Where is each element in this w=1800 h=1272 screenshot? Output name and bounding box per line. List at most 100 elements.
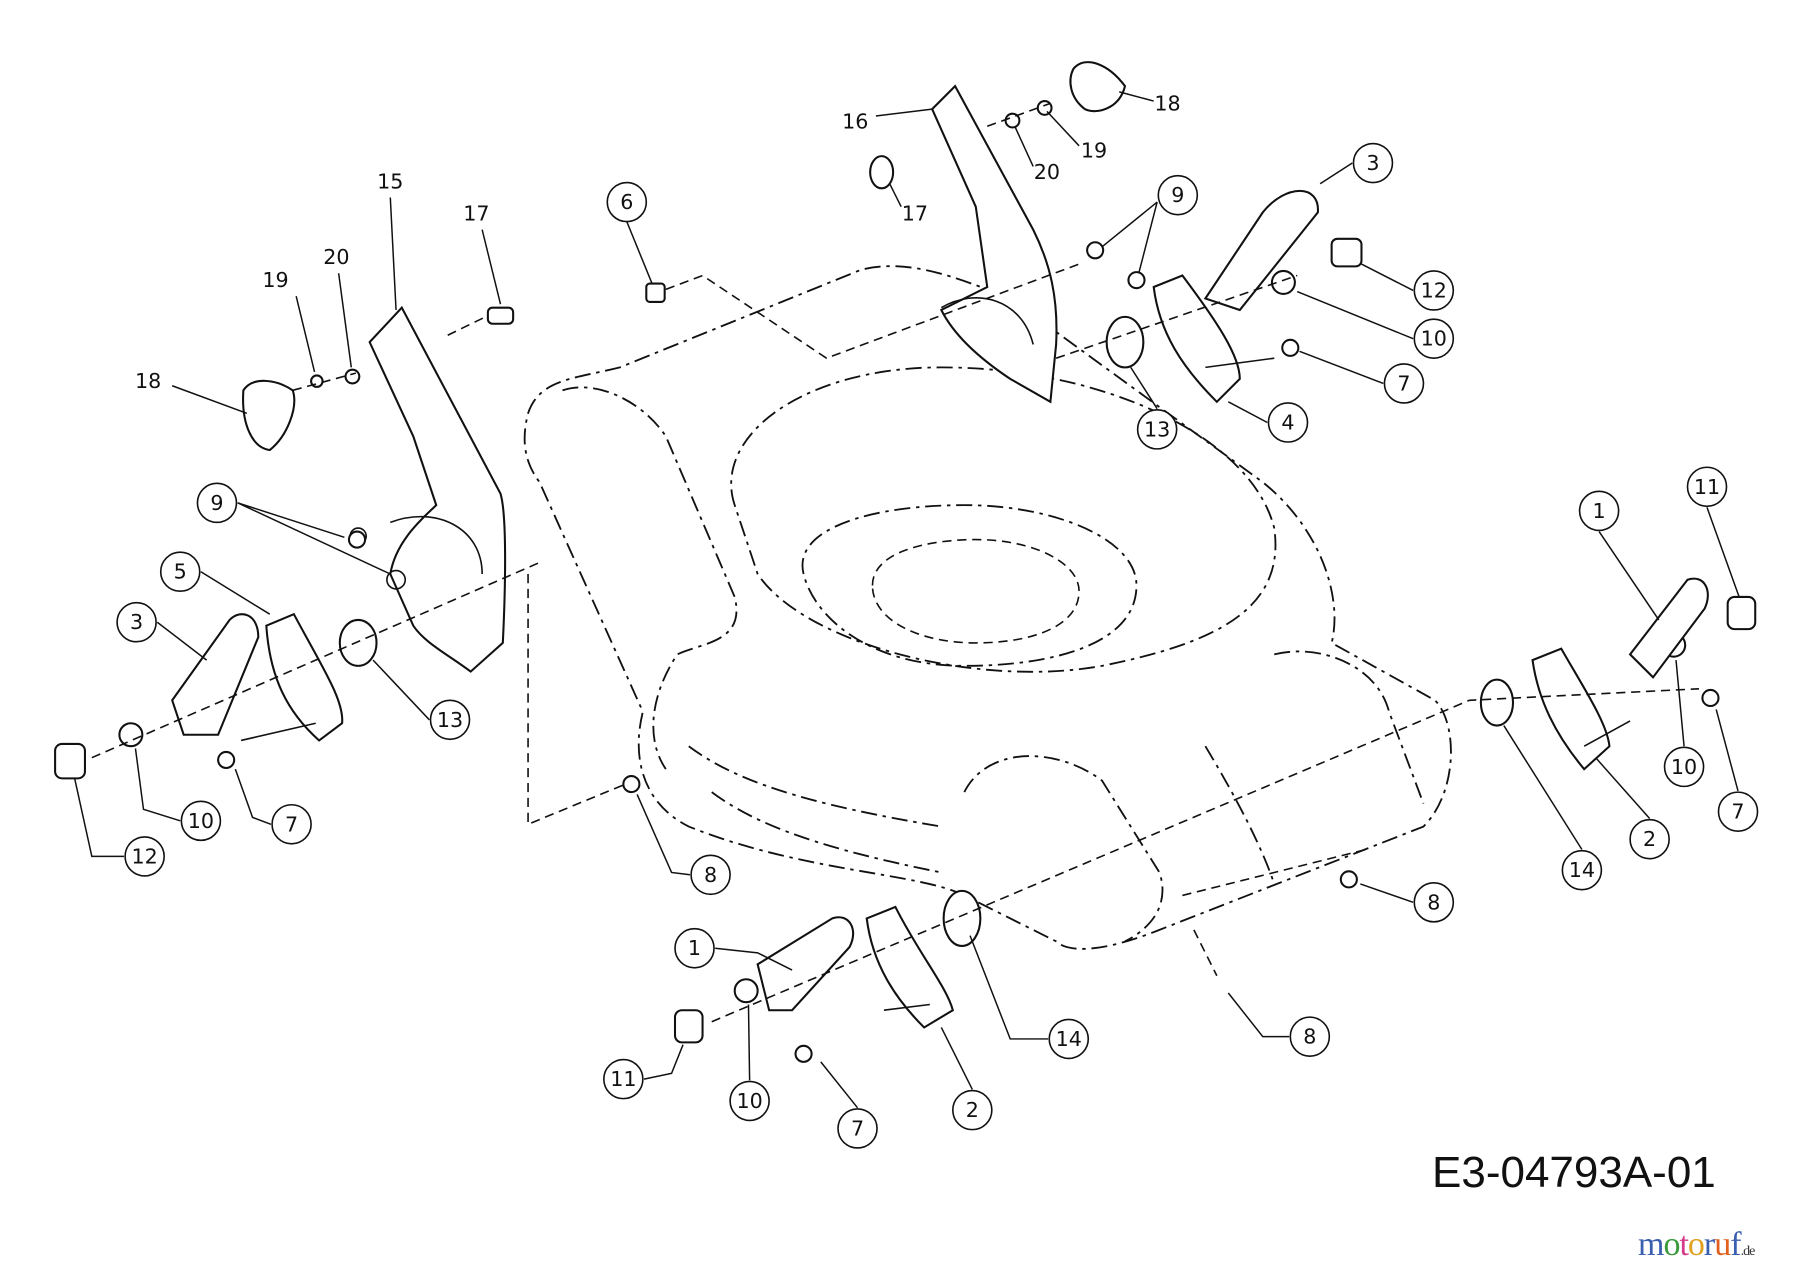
callout-circle: [1352, 142, 1394, 184]
callout-circle: [124, 836, 165, 877]
callout-number: 7: [851, 1116, 864, 1140]
callout-number: 8: [704, 863, 717, 887]
callout-9: 9: [196, 482, 238, 524]
callout-number: 4: [1281, 410, 1294, 434]
callout-number: 9: [1171, 183, 1184, 207]
callout-9: 9: [1157, 174, 1199, 216]
callout-number: 12: [131, 844, 157, 868]
callout-number: 6: [620, 190, 633, 214]
callout-17: 17: [902, 202, 928, 226]
callout-circle: [271, 803, 312, 845]
callout-number: 8: [1427, 890, 1440, 914]
callout-circle: [1048, 1018, 1090, 1060]
callout-number: 11: [1694, 475, 1720, 499]
callout-circle: [952, 1089, 993, 1131]
callout-circle: [1717, 791, 1759, 832]
callout-circle: [429, 699, 471, 741]
callout-number: 13: [437, 708, 463, 732]
callout-17: 17: [463, 202, 489, 226]
callout-number: 9: [210, 491, 223, 515]
callout-circle: [837, 1108, 878, 1149]
callout-number: 11: [610, 1067, 636, 1091]
callout-circle: [1686, 466, 1728, 508]
callout-number: 12: [1421, 278, 1447, 302]
callout-1: 1: [674, 927, 715, 969]
diagram-code: E3-04793A-01: [1432, 1148, 1716, 1197]
callout-number: 14: [1056, 1027, 1082, 1051]
callout-11: 11: [1686, 466, 1728, 508]
callout-circle: [1561, 849, 1603, 891]
callout-13: 13: [1136, 409, 1178, 450]
callout-number: 5: [174, 560, 187, 584]
watermark-logo: motoruf.de: [1638, 1226, 1755, 1263]
callout-circle: [196, 482, 238, 524]
callout-19: 19: [1081, 138, 1107, 162]
callout-number: 7: [1731, 800, 1744, 824]
callout-circle: [1629, 818, 1670, 860]
callout-8: 8: [690, 854, 731, 896]
callout-number: 2: [1643, 827, 1656, 851]
callout-circle: [690, 854, 731, 896]
callout-11: 11: [603, 1058, 644, 1100]
callout-18: 18: [1154, 91, 1180, 115]
callout-10: 10: [1413, 318, 1455, 359]
callout-circle: [1413, 882, 1455, 923]
callout-4: 4: [1267, 402, 1309, 443]
callout-14: 14: [1561, 849, 1603, 891]
callout-16: 16: [842, 110, 868, 134]
plain-callouts: 16 18 19 20 17 15 17 20 19 18: [135, 91, 1181, 393]
knob-left: [242, 379, 296, 452]
right-handle-bracket: [930, 84, 1058, 404]
callout-circle: [1267, 402, 1309, 443]
callout-7: 7: [837, 1108, 878, 1149]
callout-2: 2: [1629, 818, 1670, 860]
callout-circle: [1663, 746, 1705, 788]
callout-circle: [180, 800, 222, 842]
left-handle-bracket: [349, 305, 507, 673]
callout-2: 2: [952, 1089, 993, 1131]
callout-6: 6: [606, 181, 648, 223]
callout-circle: [159, 551, 201, 593]
callout-circle: [606, 181, 648, 223]
callout-12: 12: [124, 836, 165, 877]
callout-15: 15: [377, 169, 403, 193]
callout-circle: [1578, 490, 1620, 532]
callout-3: 3: [1352, 142, 1394, 184]
callout-number: 3: [130, 610, 143, 634]
callout-number: 2: [966, 1098, 979, 1122]
callout-10: 10: [180, 800, 222, 842]
callout-12: 12: [1413, 270, 1455, 311]
small-hardware: [54, 100, 1757, 1063]
callout-number: 7: [285, 812, 298, 836]
callout-14: 14: [1048, 1018, 1090, 1060]
height-adjusters: [171, 189, 1709, 1029]
callout-circle: [1383, 363, 1425, 404]
callout-7: 7: [1717, 791, 1759, 832]
callout-13: 13: [429, 699, 471, 741]
callout-8: 8: [1413, 882, 1455, 923]
callout-circle: [1289, 1016, 1331, 1057]
callout-circle: [1157, 174, 1199, 216]
callout-8: 8: [1289, 1016, 1331, 1057]
callout-circle: [729, 1080, 770, 1122]
callout-circle: [1413, 318, 1455, 359]
callout-number: 13: [1144, 417, 1170, 441]
callout-number: 1: [688, 936, 701, 960]
callout-18: 18: [135, 369, 161, 393]
knob-right: [1069, 61, 1127, 113]
callout-5: 5: [159, 551, 201, 593]
callout-20: 20: [323, 245, 349, 269]
mower-deck: [523, 265, 1452, 950]
callout-10: 10: [1663, 746, 1705, 788]
callout-number: 10: [736, 1089, 762, 1113]
callout-1: 1: [1578, 490, 1620, 532]
callout-number: 14: [1569, 858, 1595, 882]
callout-number: 10: [1671, 755, 1697, 779]
callout-number: 1: [1593, 499, 1606, 523]
callout-number: 8: [1303, 1025, 1316, 1049]
callout-7: 7: [271, 803, 312, 845]
callout-circle: [603, 1058, 644, 1100]
callout-circle: [674, 927, 715, 969]
